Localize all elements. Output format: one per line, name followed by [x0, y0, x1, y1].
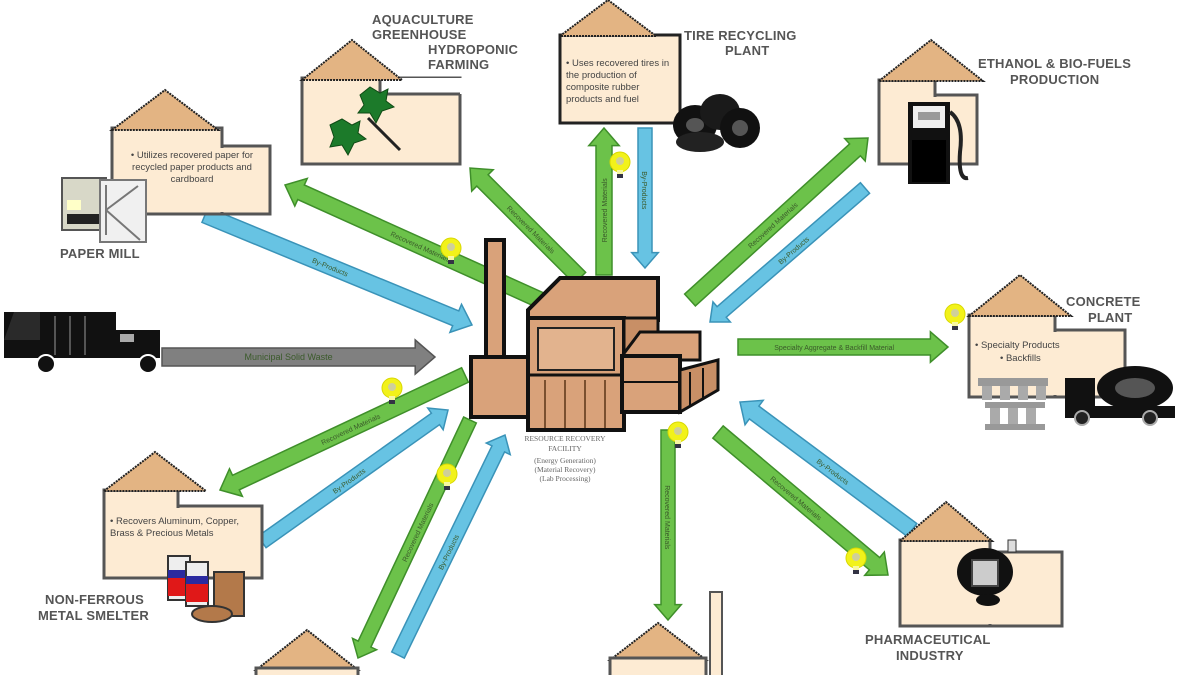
building-aquaculture: [299, 38, 462, 166]
label-aquaculture-3: HYDROPONIC: [428, 42, 519, 57]
arrow-label: Specialty Aggregate & Backfill Material: [774, 345, 894, 352]
cement-truck-icon: [1065, 366, 1175, 426]
hub-caption-3: (Energy Generation): [534, 456, 596, 465]
arrow-shape: [256, 407, 449, 549]
label-non-ferrous-1: NON-FERROUS: [45, 592, 144, 607]
label-ethanol-1: ETHANOL & BIO-FUELS: [978, 56, 1132, 71]
hub-caption-1: RESOURCE RECOVERY: [524, 434, 606, 443]
label-tire-2: PLANT: [725, 43, 770, 58]
concrete-blocks-icon: [978, 378, 1048, 430]
label-aquaculture-4: FARMING: [428, 57, 490, 72]
garbage-truck-icon: [4, 312, 160, 374]
arrow-label: Recovered Materials: [602, 178, 609, 243]
label-pharma-2: INDUSTRY: [896, 648, 964, 663]
arrow-shape: [711, 424, 889, 577]
concrete-bullet-2: • Backfills: [1000, 353, 1041, 364]
building-paper-mill: [61, 88, 272, 243]
paper-mill-bullets: • Utilizes recovered paper for recycled …: [130, 150, 254, 185]
metal-cans-icon: [167, 555, 245, 623]
label-tire-1: TIRE RECYCLING: [684, 28, 797, 43]
building-tire-recycling: [557, 0, 760, 152]
building-concrete: [966, 273, 1175, 430]
lightbulb-icon: [609, 151, 631, 179]
arrow-msw: Municipal Solid Waste: [161, 338, 437, 376]
label-non-ferrous-2: METAL SMELTER: [38, 608, 149, 623]
building-bottom-left: [253, 628, 361, 675]
arrow-shape: [161, 338, 437, 376]
tire-bullets: • Uses recovered tires in the production…: [566, 58, 670, 105]
arrow-label: By-Products: [640, 171, 647, 210]
label-concrete-1: CONCRETE: [1066, 294, 1141, 309]
fuel-pump-icon: [908, 102, 969, 184]
arrow-shape: [469, 167, 587, 285]
hub-caption-2: FACILITY: [548, 444, 582, 453]
arrow-shape: [200, 206, 474, 334]
arrow-from-tire: By-Products: [630, 127, 660, 270]
arrow-label: Recovered Materials: [768, 476, 822, 523]
concrete-bullet-1: • Specialty Products: [975, 340, 1060, 351]
arrow-shape: [683, 137, 869, 307]
label-ethanol-2: PRODUCTION: [1010, 72, 1100, 87]
label-aquaculture-1: AQUACULTURE: [372, 12, 474, 27]
arrow-shape: [709, 181, 871, 323]
arrow-shape: [737, 330, 950, 364]
non-ferrous-bullets: • Recovers Aluminum, Copper, Brass & Pre…: [110, 516, 239, 539]
arrow-to-concrete: Specialty Aggregate & Backfill Material: [737, 330, 950, 364]
arrow-to-tire: Recovered Materials: [587, 126, 621, 276]
label-pharma-1: PHARMACEUTICAL: [865, 632, 991, 647]
lightbulb-icon: [944, 303, 966, 331]
hub-caption-5: (Lab Processing): [539, 474, 591, 483]
arrow-label: Municipal Solid Waste: [244, 352, 332, 362]
tires-icon: [673, 94, 760, 152]
arrow-shape: [630, 127, 660, 270]
building-non-ferrous: [101, 450, 264, 623]
arrow-label: Recovered Materials: [505, 205, 556, 256]
building-pharmaceutical: [897, 500, 1064, 628]
arrow-label: Recovered Materials: [663, 485, 670, 550]
building-bottom-center: [607, 591, 723, 675]
resource-recovery-facility: [469, 238, 720, 432]
arrow-shape: [390, 433, 512, 660]
paper-mill-machine-icon: [61, 177, 147, 243]
label-aquaculture-2: GREENHOUSE: [372, 27, 467, 42]
building-ethanol: [876, 38, 986, 184]
label-paper-mill: PAPER MILL: [60, 246, 140, 261]
label-concrete-2: PLANT: [1088, 310, 1133, 325]
mortar-pestle-icon: [957, 539, 1017, 606]
arrow-shape: [739, 399, 918, 538]
arrow-shape: [653, 429, 683, 622]
plant-icon: [329, 86, 402, 157]
arrow-to-ethanol: Recovered Materials: [683, 137, 869, 307]
arrow-to-bottom-center: Recovered Materials: [653, 429, 683, 622]
hub-caption-4: (Material Recovery): [534, 465, 596, 474]
lightbulb-icon: [845, 547, 867, 575]
arrow-shape: [218, 366, 470, 498]
arrow-from-paper-mill: By-Products: [200, 206, 474, 334]
